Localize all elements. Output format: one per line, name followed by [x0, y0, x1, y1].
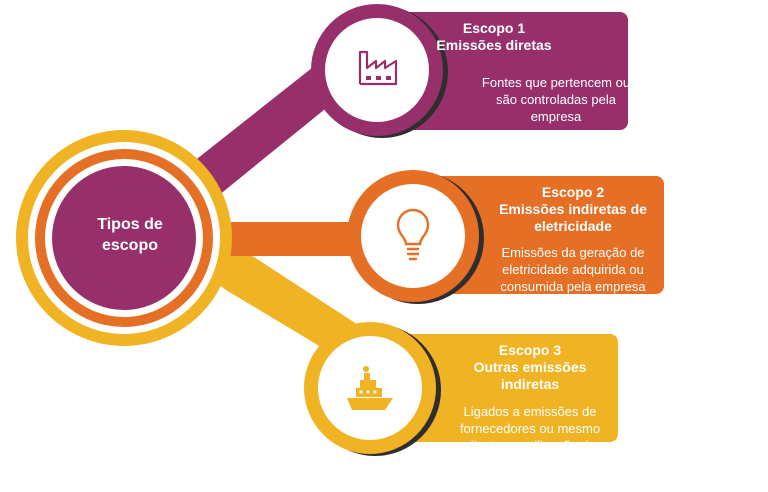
scope-2-title-line-2: Emissões indiretas de [499, 201, 647, 217]
card-scope-2-bg [432, 176, 664, 294]
connector-scope-3 [190, 244, 372, 368]
center-label-line-2: escopo [101, 237, 158, 254]
card-scope-3-bg [400, 334, 618, 442]
card-scope-2-title: Escopo 2 Emissões indiretas de eletricid… [492, 184, 654, 235]
scope-3-desc-line-1: Ligados a emissões de [463, 404, 597, 419]
ship-icon [347, 366, 393, 410]
card-scope-1-bg [402, 12, 628, 130]
lightbulb-icon [396, 208, 430, 261]
card-scope-1: Escopo 1 Emissões diretas Fontes que per… [408, 12, 630, 130]
scope-2-title-line-1: Escopo 2 [541, 184, 605, 200]
card-scope-3: Escopo 3 Outras emissões indiretas Ligad… [406, 334, 618, 470]
center-disc [70, 184, 178, 292]
scope-3-desc-line-2: fornecedores ou mesmo [459, 421, 601, 436]
scope-3-title-line-1: Escopo 3 [498, 342, 562, 358]
card-scope-1-desc: Fontes que pertencem ou são controladas … [456, 74, 656, 125]
scope-3-title-line-2: Outras emissões indiretas [473, 359, 587, 392]
scope-3-desc-line-3: cliente na utilização do [464, 438, 596, 453]
scope-2-desc-line-3: consumida pela empresa [500, 279, 646, 294]
card-scope-1-title: Escopo 1 Emissões diretas [384, 20, 604, 54]
node-disc-scope-1 [325, 18, 429, 122]
card-scope-2-desc: Emissões da geração de eletricidade adqu… [492, 244, 654, 295]
scope-1-desc-line-2: são controladas pela [496, 92, 616, 107]
center-label: Tipos de escopo [80, 214, 180, 256]
scope-3-desc-line-4: produto. [506, 455, 554, 470]
factory-icon [358, 50, 398, 86]
scope-2-desc-line-1: Emissões da geração de [501, 245, 645, 260]
scope-2-desc-line-2: eletricidade adquirida ou [502, 262, 644, 277]
scope-1-title-line-1: Escopo 1 [462, 20, 526, 36]
center-label-line-1: Tipos de [97, 216, 163, 233]
card-scope-3-desc: Ligados a emissões de fornecedores ou me… [450, 403, 610, 471]
card-scope-2: Escopo 2 Emissões indiretas de eletricid… [438, 176, 662, 294]
scope-2-title-line-3: eletricidade [534, 218, 612, 234]
scope-1-title-line-2: Emissões diretas [436, 37, 552, 53]
scope-1-desc-line-3: empresa [530, 109, 582, 124]
scope-1-desc-line-1: Fontes que pertencem ou [481, 75, 631, 90]
node-disc-scope-2 [361, 184, 465, 288]
card-scope-3-title: Escopo 3 Outras emissões indiretas [450, 342, 610, 393]
